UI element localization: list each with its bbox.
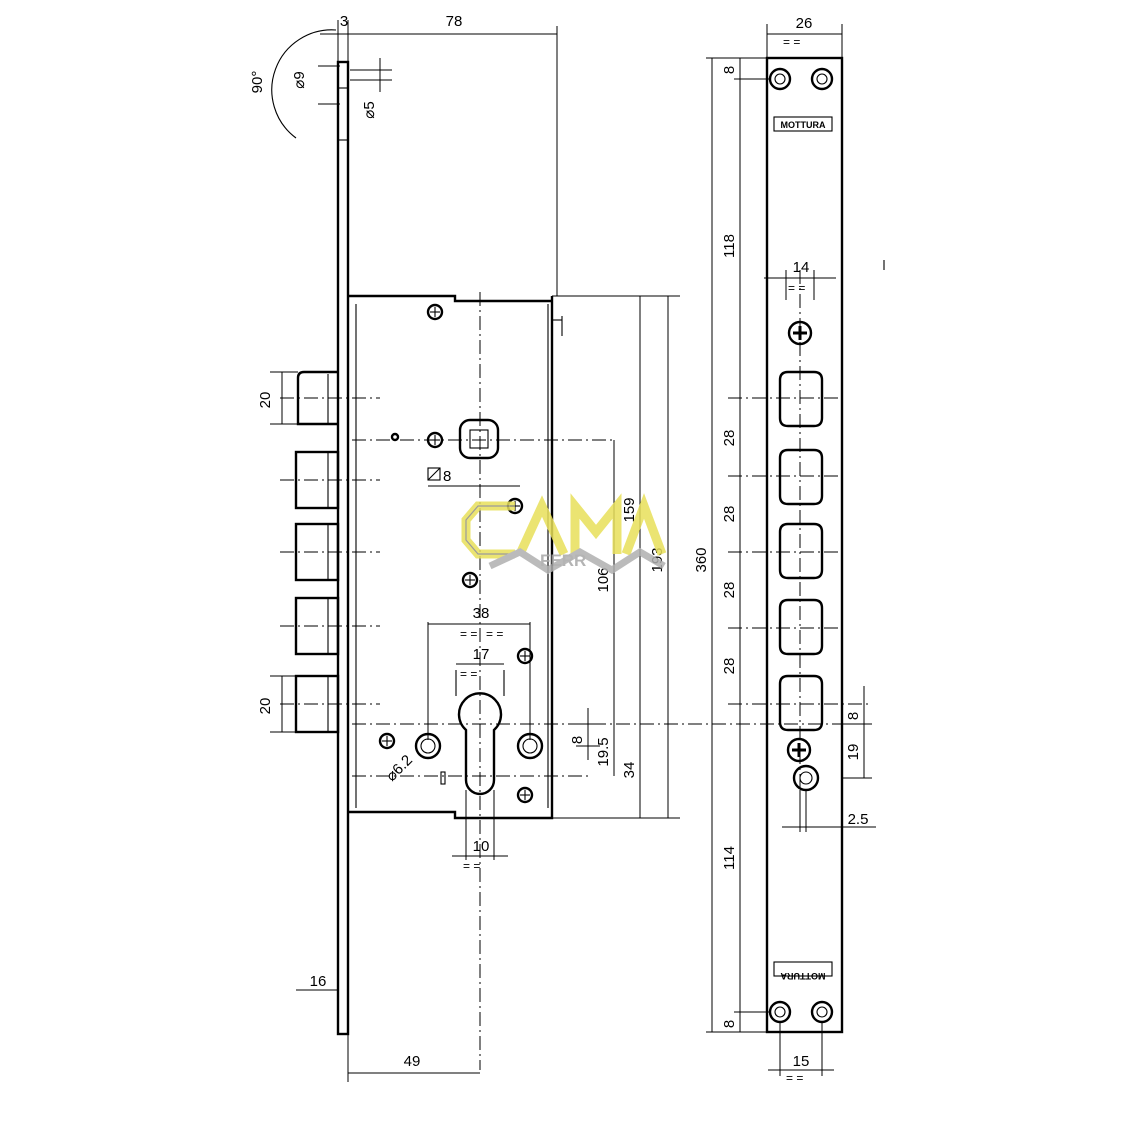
dim-8-cyl: 8 bbox=[569, 736, 586, 744]
dim-90deg: 90° bbox=[249, 71, 266, 94]
brand-label-bottom: MOTTURA bbox=[780, 971, 825, 981]
dim-38: 38 bbox=[473, 605, 490, 622]
eq-14: = = bbox=[788, 281, 805, 295]
dim-28-b: 28 bbox=[721, 506, 738, 523]
latch-bolt bbox=[296, 370, 338, 426]
bolt-slots bbox=[778, 370, 824, 732]
eq-10: = = bbox=[463, 859, 480, 873]
dim-20-bolt: 20 bbox=[257, 698, 274, 715]
dim-28-d: 28 bbox=[721, 658, 738, 675]
faceplate-front-view: MOTTURA MOTTURA 26 = = bbox=[693, 15, 876, 1085]
faceplate bbox=[336, 60, 350, 1036]
spindle-follower bbox=[458, 418, 500, 460]
dim-dia9: ⌀9 bbox=[291, 71, 308, 88]
eq-26: = = bbox=[783, 35, 800, 49]
eq-38-left: = = bbox=[460, 627, 477, 641]
brand-label-top: MOTTURA bbox=[781, 120, 826, 130]
dim-2-5: 2.5 bbox=[848, 811, 869, 828]
eq-17-left: = = bbox=[460, 667, 477, 681]
dim-8-top: 8 bbox=[721, 66, 738, 74]
watermark-logo: FERR bbox=[461, 493, 667, 575]
dim-28-c: 28 bbox=[721, 582, 738, 599]
dim-10: 10 bbox=[473, 838, 490, 855]
dim-16: 16 bbox=[310, 973, 327, 990]
dim-square-8: 8 bbox=[443, 468, 451, 485]
dim-159: 159 bbox=[621, 497, 638, 522]
watermark-text: FERR bbox=[540, 551, 586, 570]
dim-34: 34 bbox=[621, 762, 638, 779]
dim-14: 14 bbox=[793, 259, 810, 276]
dim-20-latch: 20 bbox=[257, 392, 274, 409]
dim-dia5: ⌀5 bbox=[361, 101, 378, 118]
faceplate-front bbox=[765, 56, 844, 1034]
dim-15: 15 bbox=[793, 1053, 810, 1070]
dim-8-bottom: 8 bbox=[721, 1020, 738, 1028]
dim-28-a: 28 bbox=[721, 430, 738, 447]
lock-side-view: 3 78 90° ⌀9 ⌀5 20 20 8 38 = = = = 17 bbox=[249, 13, 860, 1082]
dim-19: 19 bbox=[845, 744, 862, 761]
dim-360: 360 bbox=[693, 547, 710, 572]
dim-19-5: 19.5 bbox=[595, 737, 612, 766]
dim-106: 106 bbox=[595, 567, 612, 592]
dim-8-right: 8 bbox=[845, 712, 862, 720]
dim-78: 78 bbox=[446, 13, 463, 30]
deadbolts bbox=[294, 450, 340, 734]
faceplate-hatch bbox=[337, 87, 349, 141]
dim-118: 118 bbox=[721, 234, 738, 258]
dim-3: 3 bbox=[340, 13, 348, 30]
dim-49: 49 bbox=[404, 1053, 421, 1070]
eq-38-right: = = bbox=[486, 627, 503, 641]
dim-114: 114 bbox=[721, 846, 738, 870]
eq-15: = = bbox=[786, 1071, 803, 1085]
cylinder-profile bbox=[457, 692, 503, 796]
dim-dia-6-2: ⌀6.2 bbox=[383, 752, 416, 785]
dim-17: 17 bbox=[473, 646, 490, 663]
dim-26: 26 bbox=[796, 15, 813, 32]
